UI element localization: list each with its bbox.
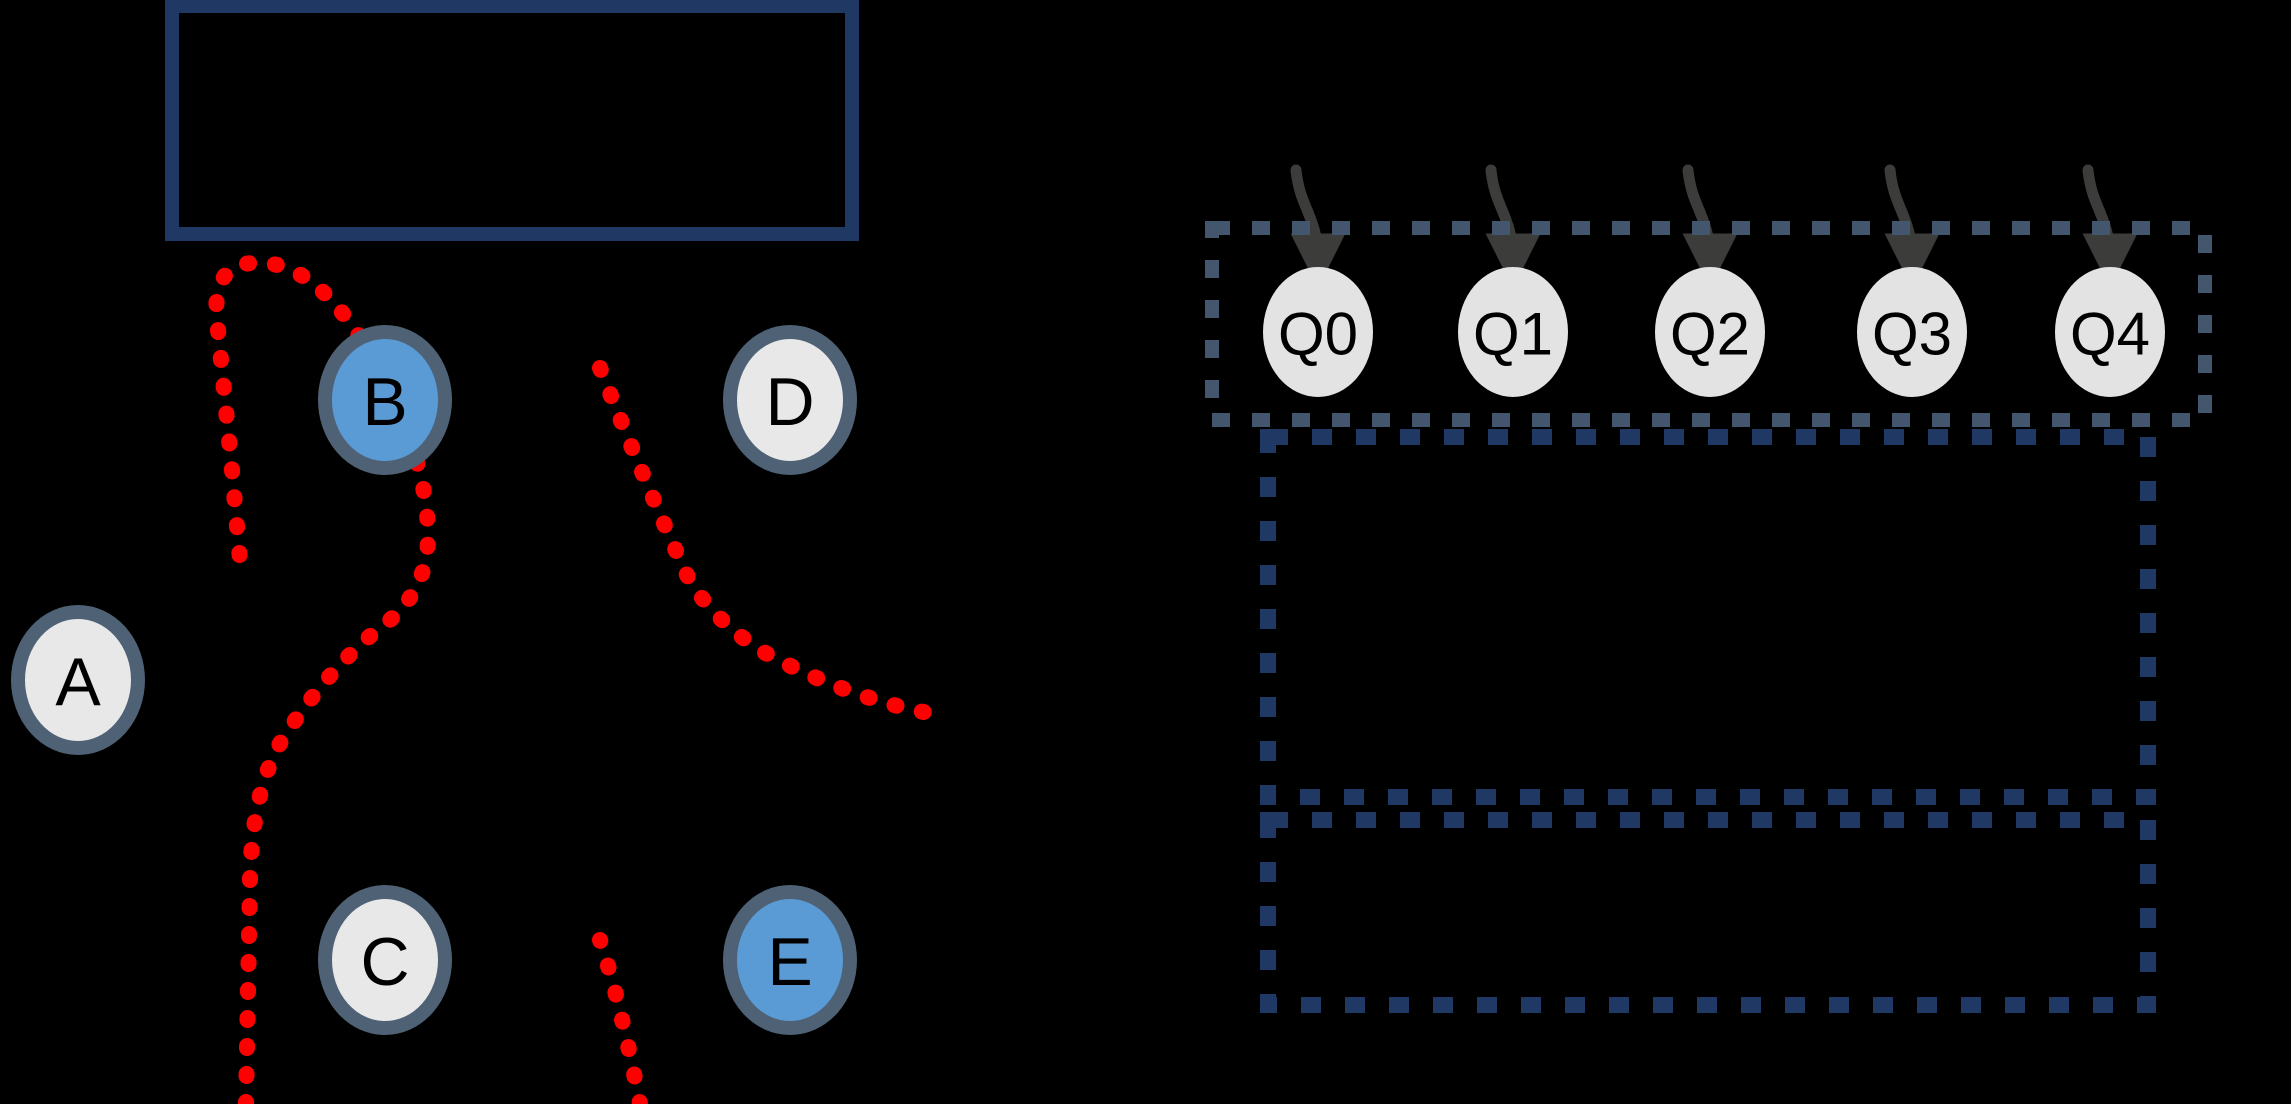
queue-node-label: Q0: [1278, 301, 1358, 368]
queue-nodes: Q0 Q1 Q2 Q3 Q4: [1263, 267, 2165, 397]
secondary-panel-box-outline: [1260, 429, 2156, 805]
red-dotted-path-segment-2: [592, 360, 948, 723]
queue-inbound-arrows: [1290, 164, 2138, 289]
tertiary-panel-box-outline: [1260, 812, 2156, 1013]
graph-node-label: A: [55, 644, 101, 720]
graph-node-D[interactable]: D: [723, 325, 857, 475]
right-panel: Q0 Q1 Q2 Q3 Q4: [1205, 164, 2212, 1013]
graph-node-label: E: [767, 924, 812, 1000]
graph-node-circle: [318, 885, 452, 1035]
queue-node-circle: [1458, 267, 1568, 397]
graph-node-circle: [318, 325, 452, 475]
queue-node-Q0[interactable]: Q0: [1263, 267, 1373, 397]
queue-node-Q1[interactable]: Q1: [1458, 267, 1568, 397]
graph-node-circle: [11, 605, 145, 755]
graph-node-circle: [723, 325, 857, 475]
queue-inbound-arrow-q0: [1290, 164, 1346, 289]
queue-inbound-arrow-q1: [1485, 164, 1541, 289]
graph-node-E[interactable]: E: [723, 885, 857, 1035]
left-panel: A B C D E: [11, 0, 948, 1104]
red-dotted-path-segment-3: [592, 932, 648, 1104]
queue-node-label: Q3: [1872, 301, 1952, 368]
secondary-panel-box[interactable]: [1260, 429, 2156, 805]
graph-node-circle: [723, 885, 857, 1035]
graph-node-B[interactable]: B: [318, 325, 452, 475]
tertiary-panel-box[interactable]: [1260, 812, 2156, 1013]
queue-node-circle: [2055, 267, 2165, 397]
graph-node-A[interactable]: A: [11, 605, 145, 755]
queue-node-circle: [1263, 267, 1373, 397]
graph-node-label: D: [765, 364, 814, 440]
panel-boxes: [1260, 429, 2156, 1013]
queue-node-label: Q2: [1670, 301, 1750, 368]
queue-node-label: Q1: [1473, 301, 1553, 368]
graph-node-label: B: [362, 364, 407, 440]
queue-node-Q4[interactable]: Q4: [2055, 267, 2165, 397]
queue-inbound-arrow-q3: [1884, 164, 1940, 289]
graph-node-label: C: [360, 924, 409, 1000]
graph-node-C[interactable]: C: [318, 885, 452, 1035]
queue-container[interactable]: [1205, 221, 2212, 427]
queue-node-Q3[interactable]: Q3: [1857, 267, 1967, 397]
red-dotted-path: [208, 254, 948, 1104]
queue-node-circle: [1857, 267, 1967, 397]
red-dotted-path-segment-1: [208, 254, 437, 1104]
queue-node-circle: [1655, 267, 1765, 397]
queue-node-Q2[interactable]: Q2: [1655, 267, 1765, 397]
queue-node-label: Q4: [2070, 301, 2150, 368]
graph-nodes: A B C D E: [11, 325, 857, 1035]
queue-inbound-arrow-q4: [2082, 164, 2138, 289]
title-box[interactable]: [165, 0, 859, 241]
queue-inbound-arrow-q2: [1682, 164, 1738, 289]
